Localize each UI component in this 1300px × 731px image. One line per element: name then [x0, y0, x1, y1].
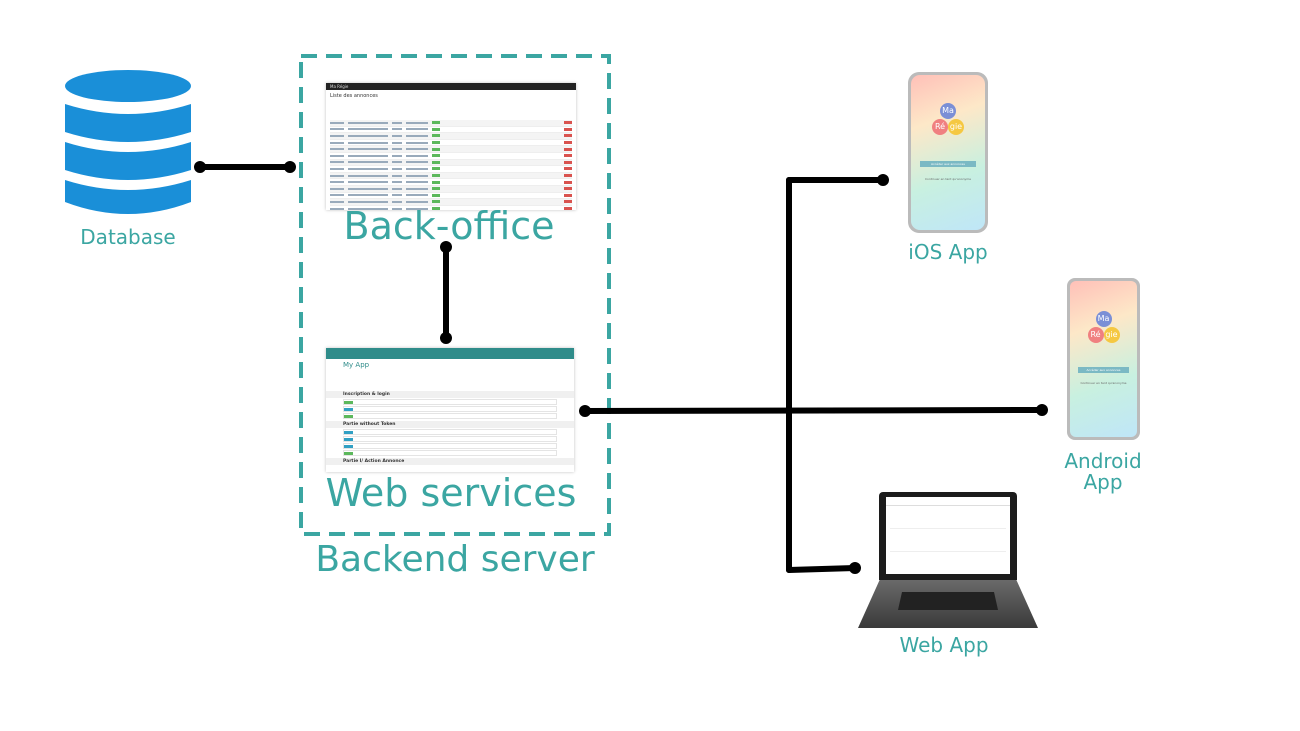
access-ads-button: Accéder aux annonces [919, 161, 977, 167]
table-row [330, 159, 572, 167]
web-services-app-title: My App [343, 361, 370, 369]
table-row [330, 199, 572, 206]
section-header: Partie I/ Action Annonce [326, 458, 574, 465]
backend-server-boundary [299, 54, 611, 536]
android-app-label-line2: App [1083, 470, 1123, 494]
ios-app-label: iOS App [908, 240, 988, 264]
table-row [330, 166, 572, 173]
anonymous-link: Continuer en tant qu'anonyme [924, 177, 972, 181]
database-label: Database [80, 225, 176, 249]
table-row [330, 185, 572, 193]
table-row [330, 120, 572, 127]
table-row [330, 140, 572, 147]
android-app-label-line1: Android [1064, 449, 1142, 473]
table-row [330, 179, 572, 186]
connector-webapp [786, 565, 858, 573]
back-office-navbar: Ma Régie [326, 83, 576, 90]
database-icon [65, 70, 191, 214]
web-app-label: Web App [899, 633, 989, 657]
web-app-screen [886, 497, 1010, 574]
backend-server-label: Backend server [315, 539, 595, 580]
web-services-label: Web services [325, 471, 577, 515]
connector-webservices-android [582, 407, 1045, 414]
back-office-screenshot: Ma Régie Liste des annonces [326, 83, 576, 210]
anonymous-link: Continuer en tant qu'anonyme [1080, 381, 1127, 385]
table-row [330, 133, 572, 140]
laptop-image [858, 492, 1038, 629]
back-office-table [326, 120, 576, 210]
web-services-header [326, 348, 574, 359]
section-header: Inscription & login [326, 391, 574, 398]
table-row [330, 206, 572, 210]
back-office-page-title: Liste des annonces [330, 93, 378, 99]
web-services-screenshot: My App Inscription & login Partie withou… [326, 348, 574, 472]
table-row [330, 153, 572, 160]
table-row [330, 127, 572, 134]
table-row [330, 193, 572, 200]
table-row [330, 146, 572, 153]
access-ads-button: Accéder aux annonces [1078, 367, 1129, 373]
table-row [330, 172, 572, 180]
section-header: Partie without Token [326, 421, 574, 428]
back-office-label: Back-office [343, 204, 555, 248]
